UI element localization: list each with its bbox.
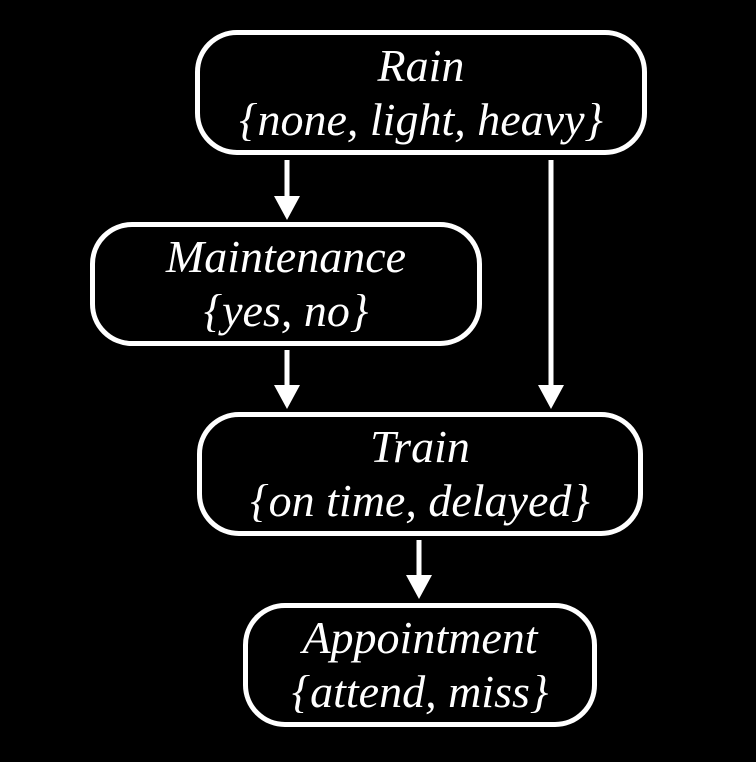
node-appointment: Appointment {attend, miss}: [243, 603, 597, 727]
edge-rain-to-maintenance-arrow: [274, 160, 300, 220]
node-appointment-label: Appointment: [302, 612, 538, 663]
edge-maintenance-to-train-arrow: [274, 350, 300, 409]
node-train: Train {on time, delayed}: [197, 412, 643, 536]
node-rain-values: {none, light, heavy}: [239, 93, 603, 145]
node-appointment-values: {attend, miss}: [291, 666, 549, 717]
node-rain: Rain {none, light, heavy}: [195, 30, 647, 155]
node-maintenance-values: {yes, no}: [203, 285, 369, 336]
node-train-values: {on time, delayed}: [250, 475, 590, 526]
node-maintenance: Maintenance {yes, no}: [90, 222, 482, 346]
node-maintenance-label: Maintenance: [165, 231, 407, 282]
edge-rain-to-train-arrow: [538, 160, 564, 409]
node-train-label: Train: [370, 421, 470, 472]
node-rain-label: Rain: [377, 39, 465, 91]
edge-train-to-appointment-arrow: [406, 540, 432, 599]
